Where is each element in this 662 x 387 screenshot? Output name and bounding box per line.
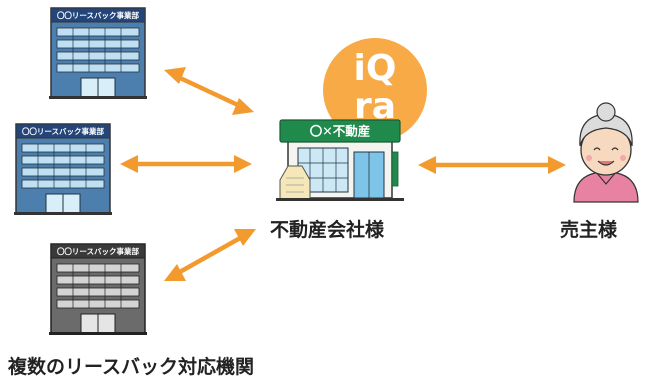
office-building-icon xyxy=(48,7,148,100)
agency-caption: 不動産会社様 xyxy=(270,219,385,241)
footer-caption: 複数のリースバック対応機関 xyxy=(8,356,255,378)
office-building-icon xyxy=(48,243,148,336)
arrow-company2-agency xyxy=(120,155,252,173)
office-building-icon xyxy=(13,123,113,216)
real-estate-store-icon: 〇✕不動産 xyxy=(276,119,404,201)
logo-circle xyxy=(323,38,427,142)
company-sign: 〇〇リースバック事業部 xyxy=(57,10,140,20)
arrow-agency-seller xyxy=(418,156,566,174)
leaseback-company-2: 〇〇リースバック事業部 xyxy=(13,123,113,216)
company-sign: 〇〇リースバック事業部 xyxy=(22,126,105,136)
seller-caption: 売主様 xyxy=(560,219,618,241)
elderly-woman-icon xyxy=(573,102,639,203)
leaseback-company-3: 〇〇リースバック事業部 xyxy=(48,243,148,336)
arrow-company3-agency xyxy=(164,229,256,281)
company-sign: 〇〇リースバック事業部 xyxy=(57,246,140,256)
store-sign: 〇✕不動産 xyxy=(310,124,370,139)
arrow-company1-agency xyxy=(164,67,254,115)
leaseback-company-1: 〇〇リースバック事業部 xyxy=(48,7,148,100)
logo-line1: iQ xyxy=(354,48,397,89)
